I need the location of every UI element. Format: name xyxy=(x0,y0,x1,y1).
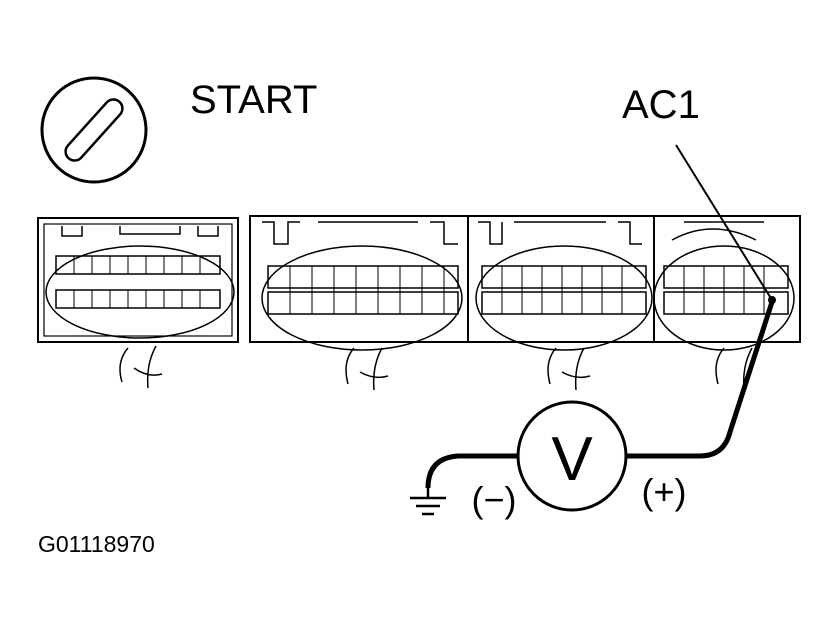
connector-3 xyxy=(467,215,655,391)
terminal-ac1-label: AC1 xyxy=(622,83,700,127)
negative-lead-wire xyxy=(425,453,520,489)
positive-terminal-label: (+) xyxy=(642,471,687,512)
ignition-key-icon xyxy=(40,76,148,184)
connector-4 xyxy=(653,215,801,391)
voltmeter-symbol: V xyxy=(551,425,593,494)
ground-icon xyxy=(410,488,446,516)
connector-1 xyxy=(37,217,239,389)
positive-lead-wire xyxy=(626,301,775,459)
connector-2 xyxy=(249,215,469,391)
negative-terminal-label: (−) xyxy=(472,479,517,520)
ac1-probe-tip xyxy=(768,296,776,304)
voltmeter-icon: V xyxy=(516,400,628,512)
ignition-start-label: START xyxy=(190,78,317,122)
figure-id: G01118970 xyxy=(38,531,155,557)
